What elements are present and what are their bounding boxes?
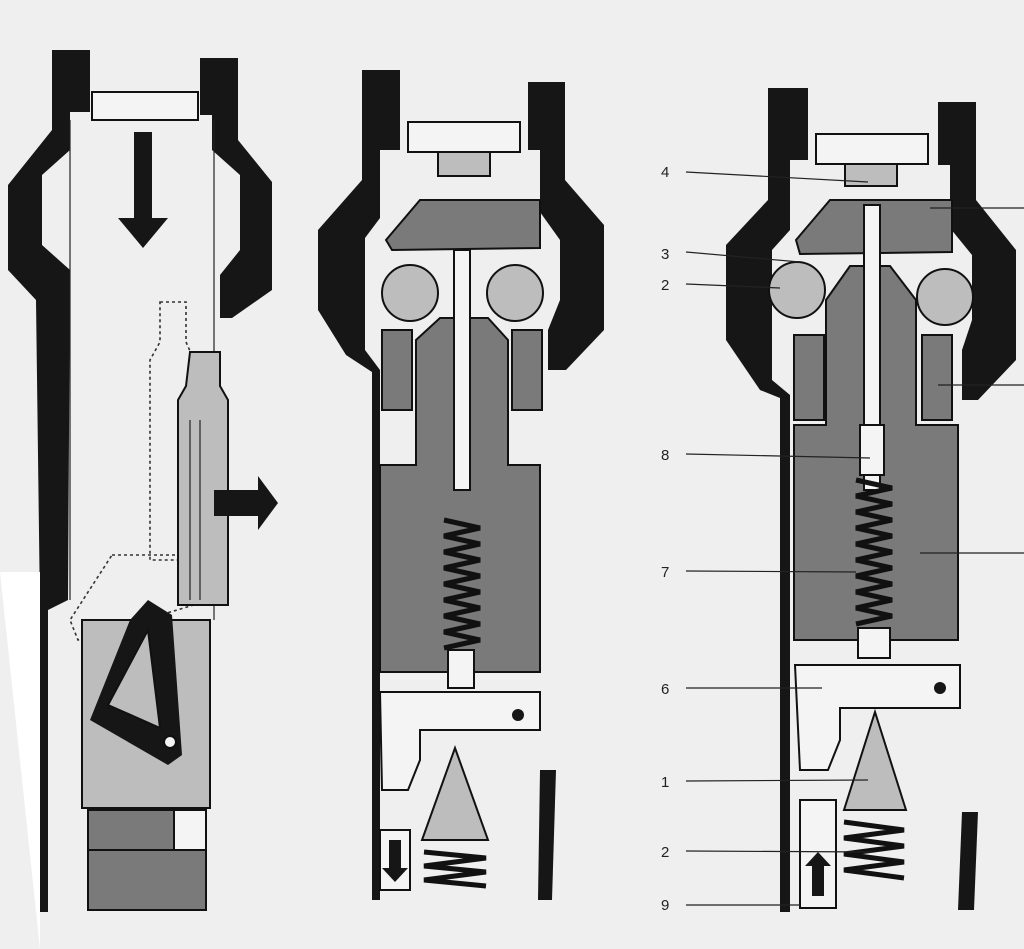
panel-3-hook-pin [934,682,946,694]
panel-1-top-cap [91,91,199,121]
callout-7: 7 [661,564,669,581]
panel-3-roller-left [768,261,826,319]
panel-3-hook-lever [793,664,961,771]
callout-6: 6 [661,681,669,698]
down-arrow-icon [118,132,168,248]
panel-3-side-bar-left [793,334,825,421]
panel-3-side-bar-right [921,334,953,421]
panel-2-lower-spring [423,849,487,889]
callout-8: 8 [661,447,669,464]
panel-3-spring [855,477,893,627]
panel-3-labelled: 4 3 2 8 7 6 1 2 9 [661,88,1024,914]
panel-1-base-2 [87,849,207,911]
callout-9: 9 [661,897,669,914]
panel-2-top-cap [407,121,521,153]
panel-2-spring [443,517,481,651]
panel-2-side-bar-right [511,329,543,411]
panel-2-spring-base [447,649,475,689]
erased-region [0,572,40,949]
panel-2-roller-right [486,264,544,322]
small-down-arrow-icon [382,840,408,882]
panel-2-hook-lever [378,691,541,791]
callout-1: 1 [661,774,669,791]
panel-3-pin-collar [859,424,885,476]
panel-1-base-1 [87,809,175,851]
callout-3: 3 [661,246,669,263]
callout-4: 4 [661,164,669,181]
panel-2-cone [420,745,490,841]
panel-3-roller-right [916,268,974,326]
callout-2-upper: 2 [661,277,669,294]
panel-2-side-strip [538,770,556,900]
panel-1-cartridge-case [177,351,229,606]
panel-3-housing-left [726,88,808,912]
callout-2-lower: 2 [661,844,669,861]
panel-2-firing-pin [453,249,471,491]
panel-2-housing-right [528,82,604,370]
panel-3-side-strip [958,812,978,910]
panel-1-housing-left [8,50,90,912]
panel-2-side-bar-left [381,329,413,411]
panel-3-top-cap [815,133,929,165]
panel-2-roller-left [381,264,439,322]
panel-2-firing-cap [437,151,491,177]
panel-2-bolt-head [384,199,541,252]
panel-1-housing-right [200,58,272,318]
panel-1-ejection [8,50,278,912]
panel-3-firing-cap [844,163,898,187]
panel-2-hook-pin [512,709,524,721]
panel-3-lower-spring [843,819,905,881]
panel-1-lever-window [106,626,162,730]
panel-1-base-3 [173,809,207,851]
panel-3-housing-right [938,102,1016,400]
panel-3-spring-base [857,627,891,659]
panel-2-locked [318,70,604,900]
right-arrow-icon [214,476,278,530]
panel-3-cone [842,708,908,811]
panel-1-pivot [163,735,177,749]
panel-2-bolt-carrier [379,317,541,673]
small-up-arrow-icon [805,852,831,896]
panel-3-leader-lines [685,171,1024,906]
